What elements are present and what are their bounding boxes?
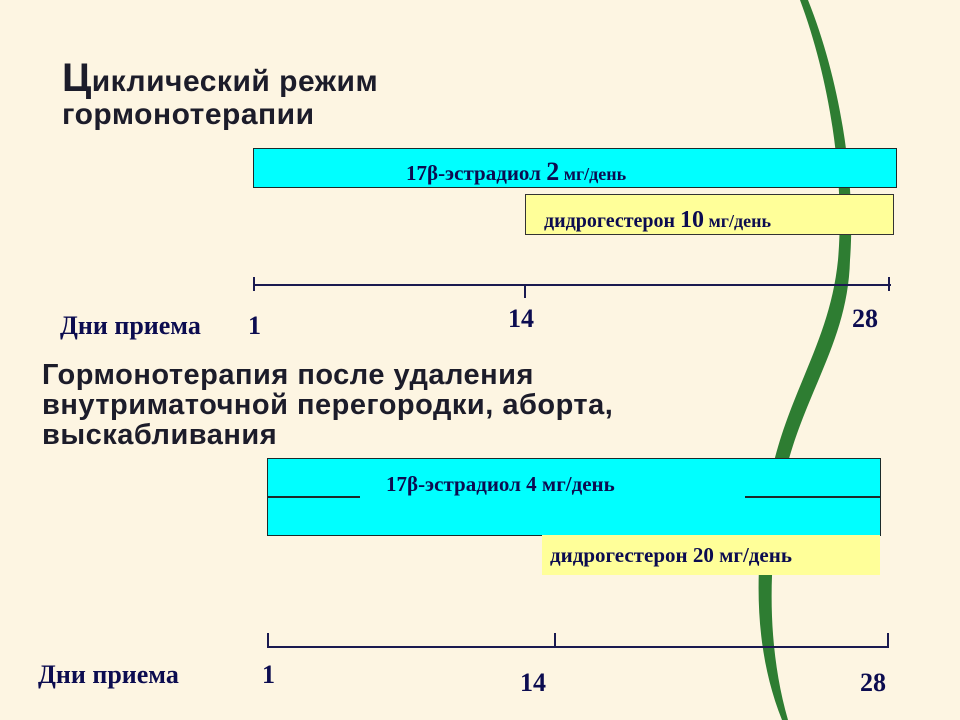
axis-tick bbox=[267, 633, 269, 647]
dydrogesterone-bar-1: дидрогестерон 10 мг/день bbox=[525, 194, 894, 235]
axis-tick bbox=[887, 633, 889, 647]
tick-label: 14 bbox=[508, 304, 534, 333]
section1-title-line2: гормонотерапии bbox=[62, 98, 315, 131]
tick-label: 28 bbox=[860, 668, 886, 697]
estradiol-name: 17β-эстрадиол bbox=[406, 161, 547, 185]
dydrogesterone-label: дидрогестерон 20 мг/день bbox=[550, 543, 792, 567]
axis-label-2: Дни приема bbox=[38, 660, 179, 689]
axis-tick bbox=[554, 633, 556, 647]
tick-label: 1 bbox=[262, 660, 275, 689]
axis-line-2 bbox=[267, 646, 889, 648]
axis-tick bbox=[253, 277, 255, 291]
estradiol-bar-1: 17β-эстрадиол 2 мг/день bbox=[253, 148, 897, 188]
axis-tick bbox=[524, 284, 526, 298]
dydrogesterone-dose: 10 bbox=[680, 207, 705, 233]
tick-label: 14 bbox=[520, 668, 546, 697]
title-line: выскабливания bbox=[42, 419, 278, 451]
title-line: Гормонотерапия после удаления bbox=[42, 359, 534, 391]
estradiol-label: 17β-эстрадиол 4 мг/день bbox=[386, 472, 615, 496]
estradiol-unit: мг/день bbox=[559, 164, 627, 184]
tick-label: 28 bbox=[852, 304, 878, 333]
dydrogesterone-bar-2: дидрогестерон 20 мг/день bbox=[542, 535, 880, 575]
axis-label-1: Дни приема bbox=[60, 311, 201, 340]
title-line: внутриматочной перегородки, аборта, bbox=[42, 389, 614, 421]
section2-title: Гормонотерапия после удаления внутримато… bbox=[42, 360, 613, 450]
dydrogesterone-unit: мг/день bbox=[704, 211, 771, 231]
title-capital: Ц bbox=[62, 56, 92, 100]
estradiol-bar-2: 17β-эстрадиол 4 мг/день bbox=[267, 458, 881, 536]
axis-line-1 bbox=[253, 284, 891, 286]
tick-label: 1 bbox=[248, 311, 261, 340]
dydrogesterone-name: дидрогестерон bbox=[544, 210, 681, 232]
axis-tick bbox=[888, 277, 890, 291]
estradiol-dose: 2 bbox=[546, 157, 560, 186]
section1-title-line1: Циклический режим bbox=[62, 56, 378, 101]
title-text: иклический режим bbox=[91, 65, 379, 98]
